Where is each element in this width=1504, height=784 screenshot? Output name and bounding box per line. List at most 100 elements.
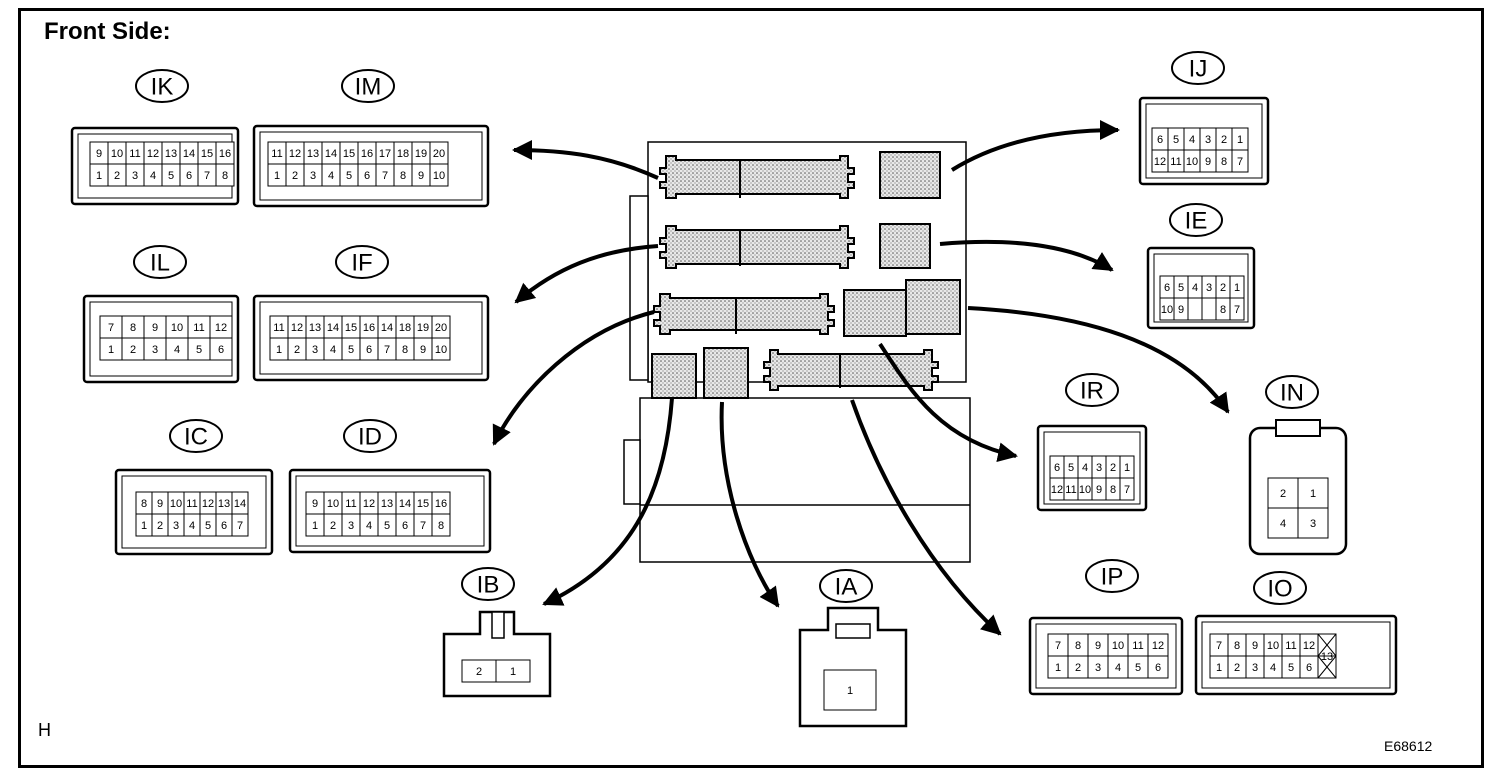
pin-label: 2 — [1075, 662, 1081, 674]
pin-label: 4 — [1192, 282, 1198, 294]
connector-label-text: IB — [477, 572, 500, 599]
pin-label: 11 — [1285, 640, 1296, 652]
connector-label-im: IM — [341, 69, 395, 103]
pin-label: 18 — [399, 322, 411, 334]
pin-label: 19 — [417, 322, 429, 334]
pin-label: 14 — [325, 148, 337, 160]
pin-label: 13 — [381, 498, 393, 510]
pin-label: 2 — [476, 666, 482, 678]
pin-label: 7 — [1237, 156, 1243, 168]
connector-label-text: ID — [358, 424, 382, 451]
pin-label: 8 — [438, 520, 444, 532]
connector-label-in: IN — [1265, 375, 1319, 409]
pin-label: 9 — [1252, 640, 1258, 652]
pin-label: 6 — [1155, 662, 1161, 674]
pin-label: 1 — [1055, 662, 1061, 674]
pin-label: 7 — [237, 520, 243, 532]
page-title: Front Side: — [44, 18, 171, 45]
pin-label: 3 — [1252, 662, 1258, 674]
pin-label: 10 — [327, 498, 339, 510]
pin-label: 8 — [1110, 484, 1116, 496]
pin-label: 11 — [186, 498, 197, 510]
junction-block — [623, 141, 971, 563]
pin-label: 9 — [1178, 304, 1184, 316]
pin-label: 2 — [294, 344, 300, 356]
junction-sockets — [651, 151, 961, 399]
pin-label: 7 — [1055, 640, 1061, 652]
pin-label: 13 — [165, 148, 177, 160]
pin-label: 15 — [201, 148, 213, 160]
pin-label: 16 — [361, 148, 373, 160]
pin-label: 7 — [108, 322, 114, 334]
pin-label: 11 — [1132, 640, 1143, 652]
pin-label: 9 — [312, 498, 318, 510]
pin-label: 11 — [271, 148, 282, 160]
pin-label: 8 — [1234, 640, 1240, 652]
pin-label: 3 — [173, 520, 179, 532]
pin-label: 2 — [114, 170, 120, 182]
pin-label: 11 — [345, 498, 356, 510]
connector-label-text: IF — [351, 250, 372, 277]
pin-label: 13 — [309, 322, 321, 334]
pin-label: 5 — [1173, 134, 1179, 146]
pin-label: 9 — [152, 322, 158, 334]
pin-label: 5 — [1288, 662, 1294, 674]
pin-label: 9 — [1096, 484, 1102, 496]
connector-label-ij: IJ — [1171, 51, 1225, 85]
pin-label: 15 — [343, 148, 355, 160]
connector-label-text: IL — [150, 250, 170, 277]
pin-label: 8 — [130, 322, 136, 334]
pin-label: 12 — [202, 498, 214, 510]
pin-label: 12 — [1051, 484, 1063, 496]
connector-label-text: IP — [1101, 564, 1124, 591]
pin-label: 11 — [1065, 484, 1076, 496]
pin-label: 6 — [221, 520, 227, 532]
pin-label: 5 — [348, 344, 354, 356]
pin-label: 1 — [312, 520, 318, 532]
pin-label: 7 — [384, 344, 390, 356]
pin-label: 1 — [1310, 488, 1316, 500]
pin-label: 9 — [96, 148, 102, 160]
pin-label: 8 — [141, 498, 147, 510]
pin-label: 4 — [366, 520, 372, 532]
pin-label: 4 — [1270, 662, 1276, 674]
connector-label-ib: IB — [461, 567, 515, 601]
pin-label: 1 — [847, 685, 853, 697]
pin-label: 20 — [433, 148, 445, 160]
pin-label: 1 — [96, 170, 102, 182]
pin-label: 3 — [312, 344, 318, 356]
pin-label: 3 — [348, 520, 354, 532]
connector-label-text: IC — [184, 424, 208, 451]
pin-label: 2 — [330, 520, 336, 532]
pin-label: 13 — [1321, 651, 1333, 663]
connector-label-text: IJ — [1189, 56, 1208, 83]
pin-label: 5 — [196, 344, 202, 356]
pin-label: 4 — [189, 520, 195, 532]
pin-label: 2 — [1110, 462, 1116, 474]
pin-label: 11 — [129, 148, 140, 160]
pin-label: 14 — [381, 322, 393, 334]
connector-label-id: ID — [343, 419, 397, 453]
pin-label: 8 — [222, 170, 228, 182]
pin-label: 4 — [328, 170, 334, 182]
connector-label-text: IR — [1080, 378, 1104, 405]
pin-label: 1 — [1234, 282, 1240, 294]
pin-label: 1 — [1237, 134, 1243, 146]
pin-label: 17 — [379, 148, 391, 160]
pin-label: 10 — [111, 148, 123, 160]
pin-label: 10 — [435, 344, 447, 356]
pin-label: 12 — [147, 148, 159, 160]
pin-label: 8 — [1075, 640, 1081, 652]
pin-label: 6 — [1164, 282, 1170, 294]
